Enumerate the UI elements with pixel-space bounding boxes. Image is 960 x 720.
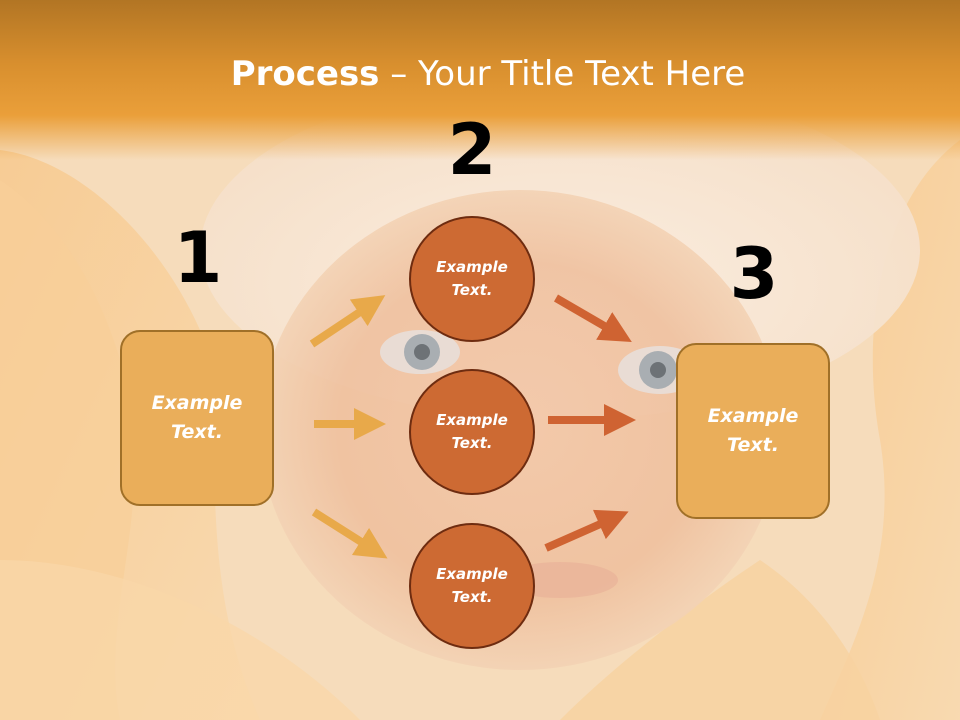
circle-top-line2: Text. bbox=[451, 281, 493, 299]
step2-circle-top: Example Text. bbox=[409, 216, 535, 342]
arrow-left-to-top bbox=[309, 295, 386, 348]
step1-box: Example Text. bbox=[120, 330, 274, 506]
arrow-left-to-bottom bbox=[311, 508, 388, 559]
step3-box-line2: Text. bbox=[727, 434, 779, 456]
circle-bottom-line2: Text. bbox=[451, 588, 493, 606]
step3-box: Example Text. bbox=[676, 343, 830, 519]
step2-circle-middle: Example Text. bbox=[409, 369, 535, 495]
header-band bbox=[0, 0, 960, 160]
arrow-top-to-right bbox=[553, 294, 632, 343]
circle-middle-line2: Text. bbox=[451, 434, 493, 452]
circle-middle-line1: Example bbox=[436, 411, 508, 429]
title-bold: Process bbox=[230, 54, 380, 94]
title-rest: – Your Title Text Here bbox=[379, 54, 746, 94]
step-number-3: 3 bbox=[729, 233, 779, 315]
arrow-bottom-to-right bbox=[544, 509, 629, 552]
step1-box-line2: Text. bbox=[171, 421, 223, 443]
circle-top-line1: Example bbox=[436, 258, 508, 276]
circle-bottom-line1: Example bbox=[436, 565, 508, 583]
step-number-1: 1 bbox=[173, 217, 223, 299]
step3-box-line1: Example bbox=[707, 405, 799, 427]
step-number-2: 2 bbox=[447, 109, 497, 191]
step1-box-line1: Example bbox=[151, 392, 243, 414]
step2-circle-bottom: Example Text. bbox=[409, 523, 535, 649]
slide-title: Process – Your Title Text Here bbox=[0, 52, 960, 96]
